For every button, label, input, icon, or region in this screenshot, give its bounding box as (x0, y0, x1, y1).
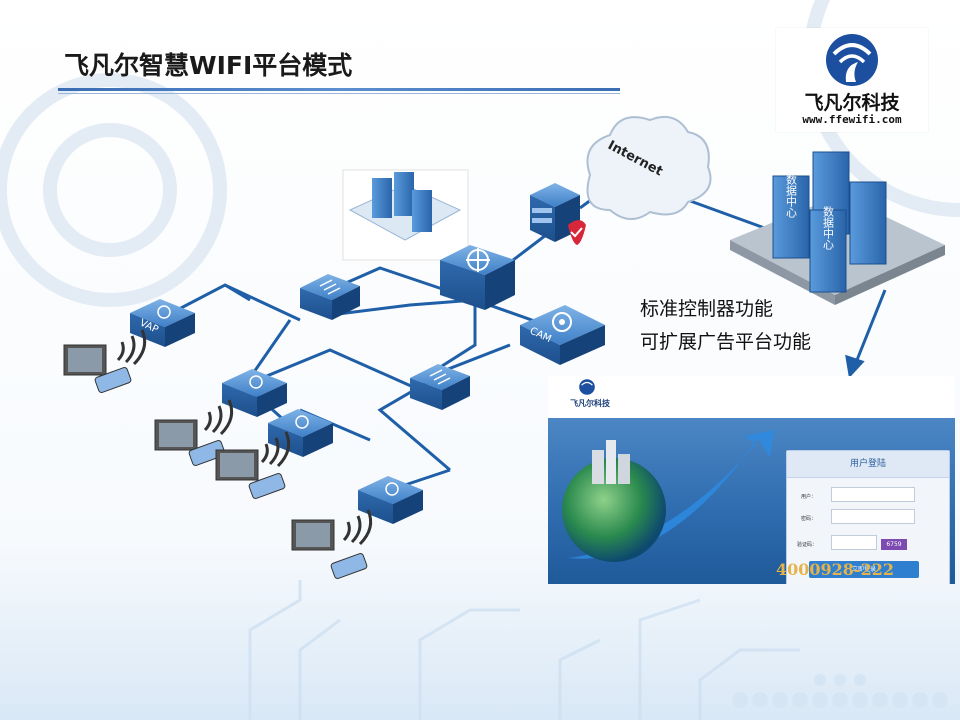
logo-name: 飞凡尔科技 (804, 92, 900, 114)
svg-text:数据中心: 数据中心 (785, 174, 798, 218)
datacenter-label: 数据中心 (822, 206, 835, 250)
access-switch-1 (300, 274, 360, 320)
data-center: 数据中心 数据中心 (730, 151, 945, 305)
title-underline-thin (58, 93, 620, 94)
password-label: 密码： (801, 516, 817, 522)
hotline-number: 4000928-222 (776, 560, 894, 579)
access-point-1 (130, 299, 195, 347)
captcha-label: 验证码： (797, 542, 818, 548)
login-brand: 飞凡尔科技 (570, 399, 610, 408)
slide-title: 飞凡尔智慧WIFI平台模式 (64, 51, 353, 80)
company-logo: 飞凡尔科技 www.ffewifi.com (776, 28, 928, 132)
wifi-logo-icon (826, 34, 878, 86)
camera-device (520, 305, 605, 365)
logo-url: www.ffewifi.com (802, 113, 902, 126)
feature-controller: 标准控制器功能 (640, 298, 774, 320)
username-input[interactable] (831, 487, 915, 502)
server-cluster (342, 169, 469, 261)
login-header: 飞凡尔科技 (548, 376, 955, 418)
core-switch (440, 245, 515, 310)
title-underline (58, 88, 620, 91)
access-point-3 (268, 409, 333, 457)
login-screen-mockup: 飞凡尔科技 用户登陆 用户： 密码： 验证码： 6759 立即登录 (548, 376, 955, 584)
password-input[interactable] (831, 509, 915, 524)
login-form-title: 用户登陆 (787, 451, 949, 478)
feature-advertising: 可扩展广告平台功能 (640, 331, 812, 353)
captcha-input[interactable] (831, 535, 877, 550)
access-switch-2 (410, 364, 470, 410)
internet-cloud (586, 116, 712, 220)
login-button[interactable]: 立即登录 (809, 561, 919, 578)
arrow-to-login (845, 289, 887, 379)
mini-logo-icon (579, 379, 595, 395)
access-point-4 (358, 476, 423, 524)
globe-illustration (562, 430, 774, 562)
firewall (530, 183, 586, 245)
captcha-image[interactable]: 6759 (881, 539, 907, 550)
username-label: 用户： (801, 494, 817, 500)
client-devices (63, 329, 373, 579)
login-body: 用户登陆 用户： 密码： 验证码： 6759 立即登录 (548, 418, 955, 584)
access-point-2 (222, 369, 287, 417)
login-form: 用户登陆 用户： 密码： 验证码： 6759 立即登录 (786, 450, 950, 584)
